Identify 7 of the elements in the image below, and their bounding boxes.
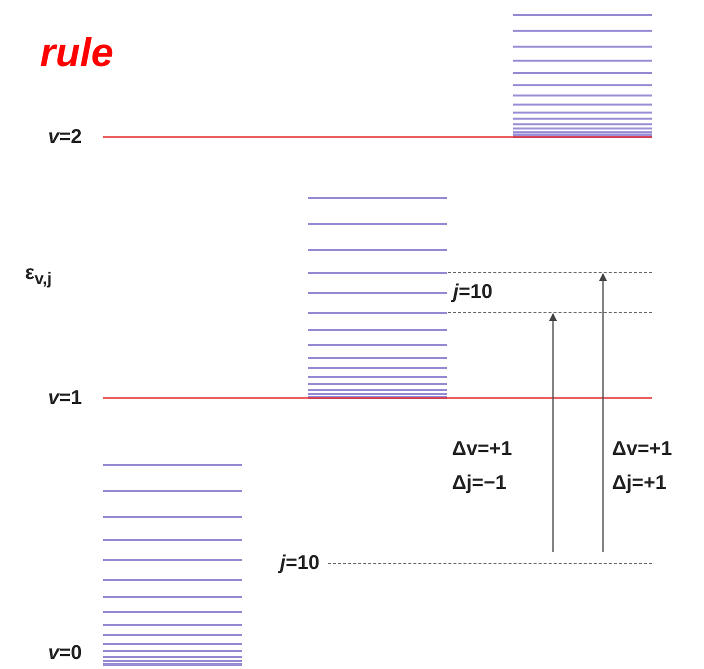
title: rule — [40, 30, 114, 76]
level-label: j=10 — [280, 552, 320, 574]
level-label: j=10 — [453, 281, 492, 303]
transition-arrow — [549, 313, 557, 552]
transition-arrow — [599, 273, 607, 552]
energy-level-line — [448, 312, 652, 314]
energy-level-line — [448, 272, 652, 274]
